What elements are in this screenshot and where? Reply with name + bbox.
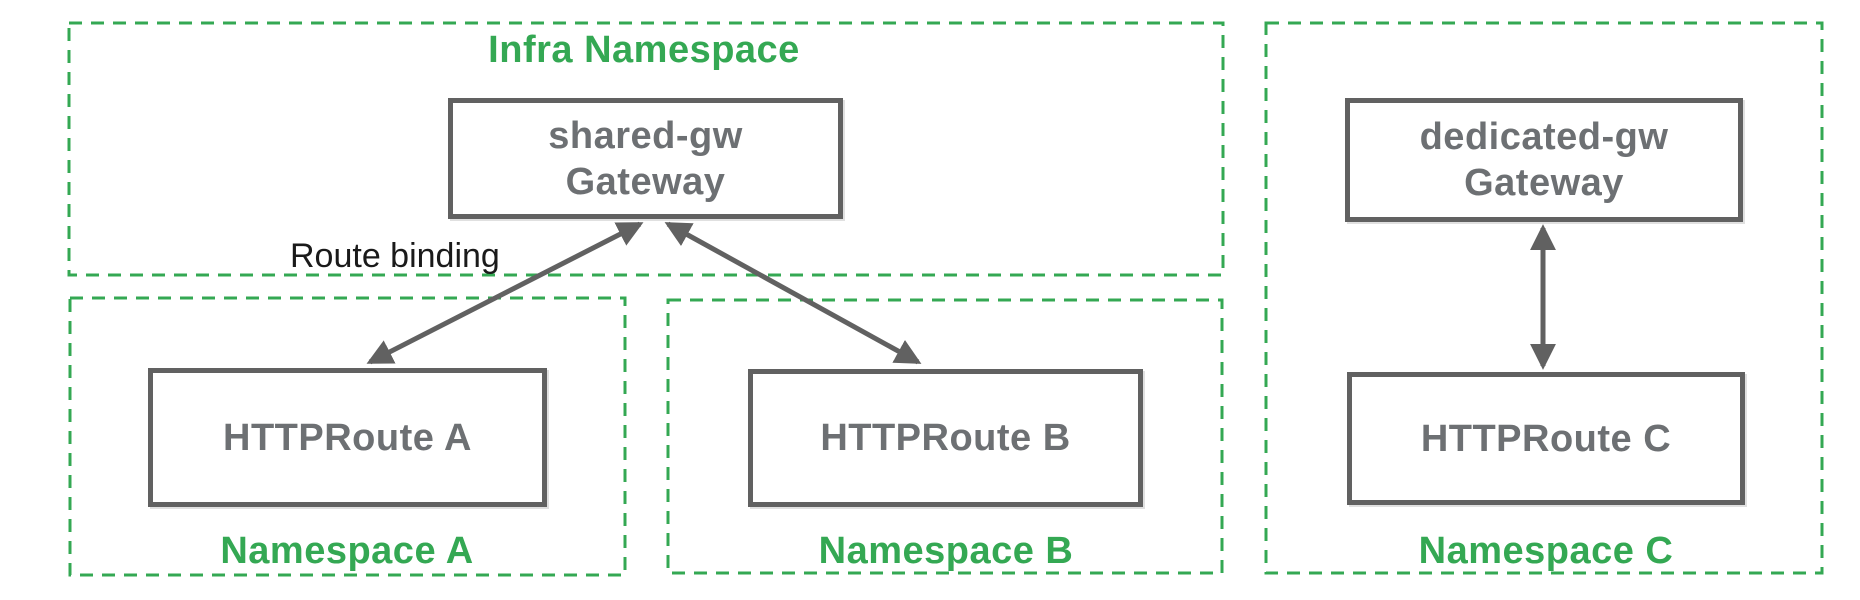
namespace-c-border	[1264, 21, 1824, 575]
dedicated-gw-name: dedicated-gw	[1419, 116, 1669, 158]
httproute-c-node: HTTPRoute C	[1347, 372, 1745, 505]
shared-gw-gateway-node: shared-gw Gateway	[448, 98, 843, 219]
namespace-c-label: Namespace C	[1418, 530, 1674, 572]
namespace-b-border	[666, 298, 1224, 575]
infra-namespace-label: Infra Namespace	[488, 29, 800, 71]
dedicated-gw-kind: Gateway	[1464, 162, 1624, 204]
namespace-b-label: Namespace B	[818, 530, 1074, 572]
shared-gw-name: shared-gw	[548, 114, 743, 157]
route-binding-annotation: Route binding	[290, 237, 500, 275]
httproute-a-node: HTTPRoute A	[148, 368, 547, 507]
namespace-a-border	[68, 296, 627, 577]
shared-gw-kind: Gateway	[565, 160, 726, 203]
dedicated-gw-gateway-node: dedicated-gw Gateway	[1345, 98, 1743, 222]
namespace-a-label: Namespace A	[220, 530, 474, 572]
httproute-b-node: HTTPRoute B	[748, 369, 1143, 507]
route-b-binding-arrow	[664, 221, 922, 365]
route-a-binding-arrow	[366, 221, 644, 365]
infra-namespace-border	[67, 21, 1225, 277]
